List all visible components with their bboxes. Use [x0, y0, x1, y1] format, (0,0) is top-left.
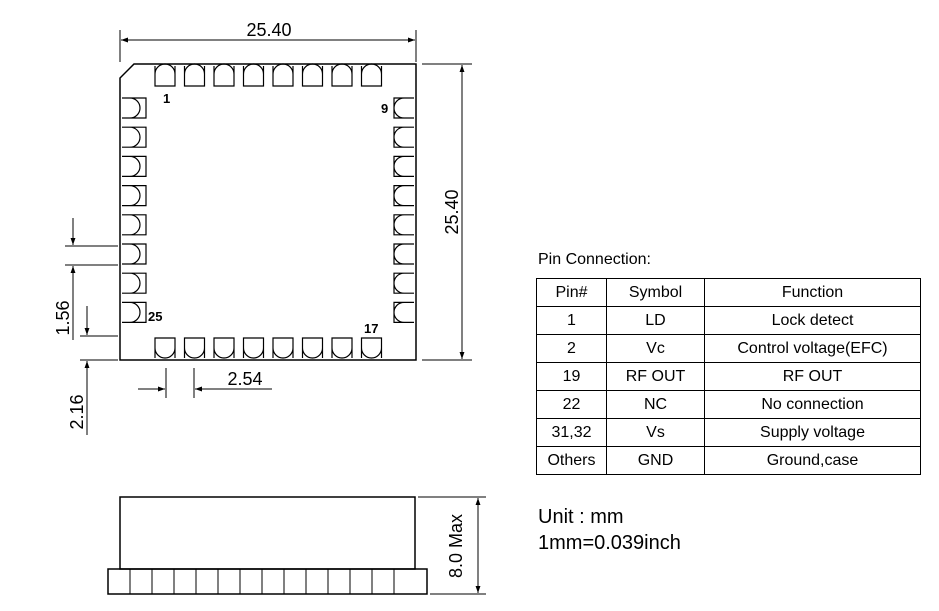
side-view-pads — [129, 569, 395, 594]
cell-function: Ground,case — [704, 446, 921, 475]
pad-right — [393, 97, 414, 119]
pad-spacing-label: 1.56 — [53, 300, 73, 335]
table-row: 22 NC No connection — [536, 390, 921, 419]
cell-function: Lock detect — [704, 306, 921, 335]
cell-symbol: Vc — [606, 334, 705, 363]
header-pin: Pin# — [536, 278, 607, 307]
pad-offset-label: 2.16 — [67, 394, 87, 429]
castellated-pads — [122, 63, 414, 359]
pad-top — [154, 63, 176, 87]
cell-pin: 1 — [536, 306, 607, 335]
table-row: 19 RF OUT RF OUT — [536, 362, 921, 391]
table-row: 31,32 Vs Supply voltage — [536, 418, 921, 447]
pad-top — [360, 63, 383, 87]
cell-pin: 31,32 — [536, 418, 607, 447]
pad-top — [242, 63, 265, 87]
cell-pin: Others — [536, 446, 607, 475]
cell-pin: 22 — [536, 390, 607, 419]
pin-connection-title: Pin Connection: — [538, 251, 651, 268]
pad-top — [301, 63, 324, 87]
cell-pin: 2 — [536, 334, 607, 363]
pad-offset-dimension — [80, 306, 118, 435]
pad-right — [393, 272, 414, 294]
pad-top — [331, 63, 353, 87]
pad-left — [122, 301, 147, 323]
width-dimension — [119, 30, 417, 62]
unit-conversion: 1mm=0.039inch — [538, 532, 681, 554]
pad-left — [122, 126, 147, 148]
cell-symbol: GND — [606, 446, 705, 475]
pad-right — [393, 243, 414, 265]
height-label: 25.40 — [442, 189, 462, 234]
pin-marker-9: 9 — [381, 101, 388, 116]
pad-right — [393, 214, 414, 236]
width-label: 25.40 — [246, 20, 291, 40]
side-view-base — [107, 568, 428, 595]
pin-pitch-label: 2.54 — [227, 369, 262, 389]
cell-function: Supply voltage — [704, 418, 921, 447]
pad-bottom — [301, 337, 324, 359]
pad-bottom — [360, 337, 383, 359]
table-row: Others GND Ground,case — [536, 446, 921, 475]
pad-bottom — [213, 337, 235, 359]
pad-bottom — [154, 337, 176, 359]
cell-symbol: RF OUT — [606, 362, 705, 391]
pad-right — [393, 185, 414, 207]
table-header-row: Pin# Symbol Function — [536, 278, 921, 307]
units-note: Unit : mm 1mm=0.039inch — [538, 504, 681, 556]
pad-left — [122, 97, 147, 119]
side-height-dimension — [418, 496, 486, 595]
pad-left — [122, 243, 147, 265]
pin-connection-table: Pin# Symbol Function 1 LD Lock detect 2 … — [536, 278, 921, 475]
pad-bottom — [183, 337, 206, 359]
pad-right — [393, 155, 414, 177]
pad-left — [122, 272, 147, 294]
pad-left — [122, 185, 147, 207]
table-row: 1 LD Lock detect — [536, 306, 921, 335]
height-dimension — [422, 63, 472, 361]
pin-marker-25: 25 — [148, 309, 162, 324]
side-height-label: 8.0 Max — [446, 514, 466, 578]
pad-spacing-dimension — [65, 218, 118, 340]
header-function: Function — [704, 278, 921, 307]
pin-marker-17: 17 — [364, 321, 378, 336]
cell-symbol: Vs — [606, 418, 705, 447]
table-row: 2 Vc Control voltage(EFC) — [536, 334, 921, 363]
pad-right — [393, 126, 414, 148]
pad-bottom — [272, 337, 294, 359]
unit-label: Unit : mm — [538, 506, 624, 528]
pad-right — [393, 301, 414, 323]
cell-symbol: NC — [606, 390, 705, 419]
cell-function: No connection — [704, 390, 921, 419]
pad-bottom — [242, 337, 265, 359]
side-view-body — [119, 496, 416, 570]
pad-top — [183, 63, 206, 87]
pad-top — [213, 63, 235, 87]
cell-function: Control voltage(EFC) — [704, 334, 921, 363]
cell-pin: 19 — [536, 362, 607, 391]
cell-function: RF OUT — [704, 362, 921, 391]
pad-top — [272, 63, 294, 87]
pin-marker-1: 1 — [163, 91, 170, 106]
cell-symbol: LD — [606, 306, 705, 335]
pad-bottom — [331, 337, 353, 359]
pad-left — [122, 155, 147, 177]
package-outline — [119, 63, 417, 361]
pad-left — [122, 214, 147, 236]
header-symbol: Symbol — [606, 278, 705, 307]
pin-pitch-dimension — [138, 368, 272, 398]
